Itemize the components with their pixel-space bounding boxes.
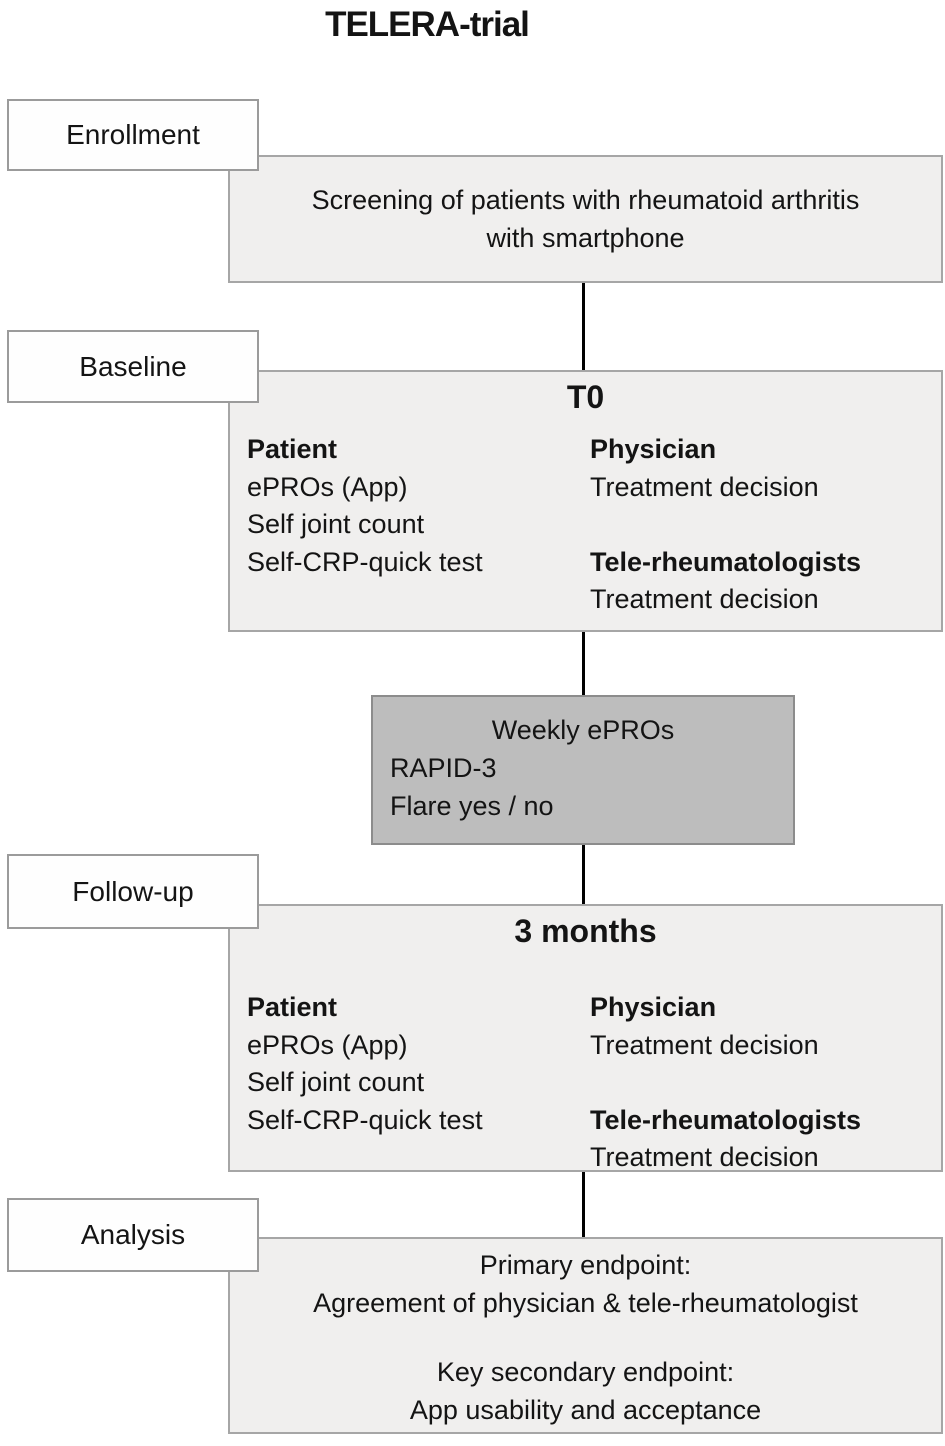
weekly-epros-box: Weekly ePROs RAPID-3 Flare yes / no [371,695,795,845]
endpoint-spacer [230,1322,941,1353]
three-months-physician-column: Physician Treatment decision Tele-rheuma… [590,989,861,1177]
secondary-endpoint-label: Key secondary endpoint: [436,1357,735,1387]
screening-box: Screening of patients with rheumatoid ar… [228,155,943,283]
three-months-patient-column: Patient ePROs (App) Self joint count Sel… [247,989,483,1139]
connector-weekly-to-3months [582,843,585,907]
patient-item: Self joint count [247,1067,425,1097]
physician-item: Treatment decision [590,471,819,502]
t0-title: T0 [566,379,605,415]
stage-label-followup: Follow-up [7,854,259,929]
diagram-title: TELERA-trial [325,5,530,44]
stage-label-analysis: Analysis [7,1198,259,1272]
physician-header: Physician [590,434,717,464]
column-spacer [590,1064,861,1102]
three-months-title: 3 months [514,913,657,949]
t0-box: T0 Patient ePROs (App) Self joint count … [228,370,943,632]
patient-item: ePROs (App) [247,471,408,502]
secondary-endpoint-text: App usability and acceptance [409,1395,762,1425]
primary-endpoint-label: Primary endpoint: [479,1250,692,1280]
tele-rheumatologists-header: Tele-rheumatologists [590,1104,862,1135]
patient-item: Self-CRP-quick test [247,1104,483,1135]
connector-screening-to-t0 [582,283,585,372]
patient-item: ePROs (App) [247,1029,408,1060]
screening-text-line1: Screening of patients with rheumatoid ar… [311,185,860,215]
rapid3-item: RAPID-3 [390,753,497,783]
patient-item: Self-CRP-quick test [247,546,483,577]
tele-rheumatologists-header: Tele-rheumatologists [590,546,862,577]
tele-rheumatologists-item: Treatment decision [590,1142,819,1172]
physician-item: Treatment decision [590,1029,819,1060]
patient-header: Patient [247,434,338,464]
connector-t0-to-weekly [582,629,585,697]
patient-header: Patient [247,992,338,1022]
t0-patient-column: Patient ePROs (App) Self joint count Sel… [247,431,483,581]
physician-header: Physician [590,992,717,1022]
flare-item: Flare yes / no [390,791,554,821]
three-months-box: 3 months Patient ePROs (App) Self joint … [228,904,943,1172]
tele-rheumatologists-item: Treatment decision [590,584,819,614]
connector-3months-to-analysis [582,1170,585,1239]
stage-label-enrollment: Enrollment [7,99,259,171]
column-spacer [590,506,861,544]
t0-physician-column: Physician Treatment decision Tele-rheuma… [590,431,861,619]
weekly-epros-title: Weekly ePROs [491,715,675,745]
primary-endpoint-text: Agreement of physician & tele-rheumatolo… [313,1288,858,1318]
stage-label-baseline: Baseline [7,330,259,403]
screening-text-line2: with smartphone [486,223,685,253]
analysis-box: Primary endpoint: Agreement of physician… [228,1237,943,1434]
patient-item: Self joint count [247,509,425,539]
